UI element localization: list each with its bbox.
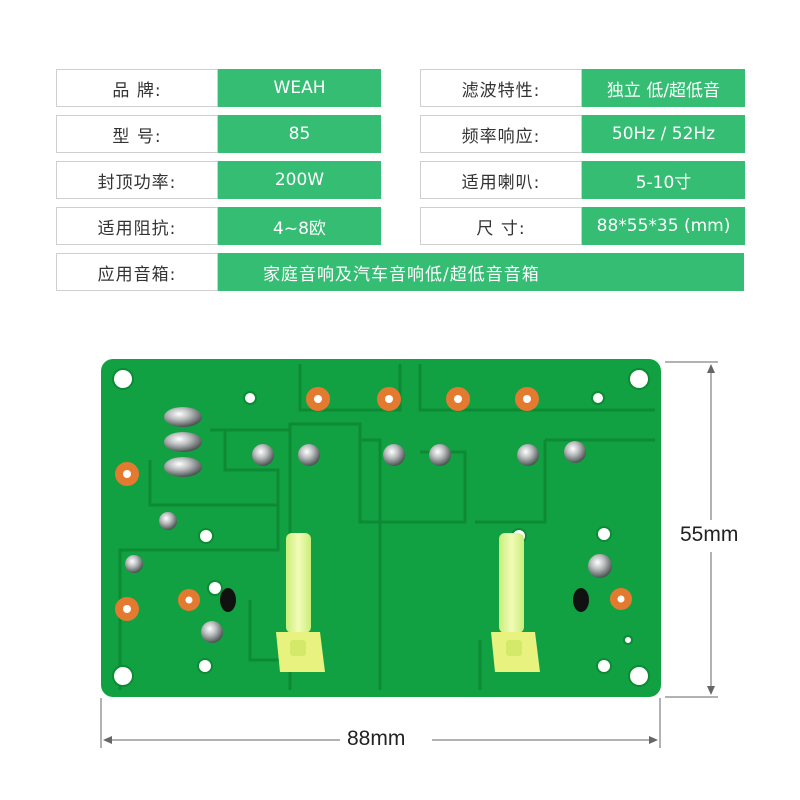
spec-row-impedance: 适用阻抗: 4~8欧 <box>56 207 381 245</box>
dimension-arrows <box>103 364 715 744</box>
cable-tie-right <box>491 533 540 672</box>
speaker-value: 5-10寸 <box>582 161 745 199</box>
mounting-holes <box>112 368 650 687</box>
width-dimension-label: 88mm <box>347 727 406 750</box>
spec-row-freq: 频率响应: 50Hz / 52Hz <box>420 115 745 153</box>
model-label: 型 号: <box>56 115 218 153</box>
spec-row-power: 封顶功率: 200W <box>56 161 381 199</box>
speaker-label: 适用喇叭: <box>420 161 582 199</box>
brand-label: 品 牌: <box>56 69 218 107</box>
spec-row-model: 型 号: 85 <box>56 115 381 153</box>
size-label: 尺 寸: <box>420 207 582 245</box>
cable-tie-left <box>276 533 325 672</box>
model-value: 85 <box>218 115 381 153</box>
impedance-label: 适用阻抗: <box>56 207 218 245</box>
spec-row-brand: 品 牌: WEAH <box>56 69 381 107</box>
dimension-lines <box>100 361 718 748</box>
filter-label: 滤波特性: <box>420 69 582 107</box>
black-components <box>220 588 589 612</box>
freq-value: 50Hz / 52Hz <box>582 115 745 153</box>
impedance-value: 4~8欧 <box>218 207 381 245</box>
application-label: 应用音箱: <box>56 253 218 291</box>
size-value: 88*55*35 (mm) <box>582 207 745 245</box>
application-value: 家庭音响及汽车音响低/超低音音箱 <box>218 253 744 291</box>
brand-value: WEAH <box>218 69 381 107</box>
solder-joints <box>125 407 612 643</box>
filter-value: 独立 低/超低音 <box>582 69 745 107</box>
freq-label: 频率响应: <box>420 115 582 153</box>
spec-row-size: 尺 寸: 88*55*35 (mm) <box>420 207 745 245</box>
spec-row-application: 应用音箱: 家庭音响及汽车音响低/超低音音箱 <box>56 253 744 291</box>
spec-row-filter: 滤波特性: 独立 低/超低音 <box>420 69 745 107</box>
power-value: 200W <box>218 161 381 199</box>
power-label: 封顶功率: <box>56 161 218 199</box>
spec-row-speaker: 适用喇叭: 5-10寸 <box>420 161 745 199</box>
height-dimension-label: 55mm <box>680 523 739 546</box>
